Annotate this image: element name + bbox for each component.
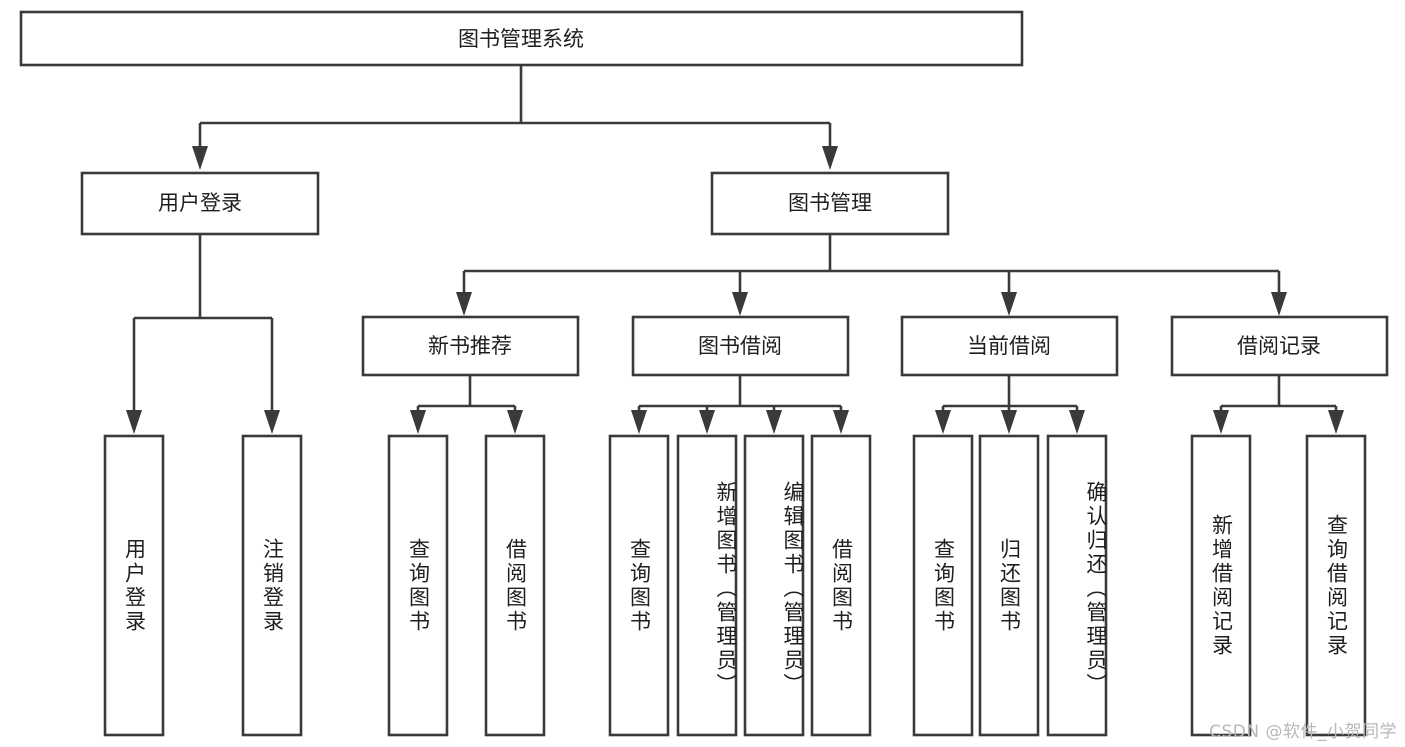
arrow-head-leaf-query-record: [1328, 410, 1344, 434]
arrow-head-leaf-return-book: [1001, 410, 1017, 434]
arrow-head-leaf-user-login: [126, 410, 142, 434]
node-borrow-record[interactable]: 借阅记录: [1170, 315, 1389, 377]
arrow-head-book-management: [822, 146, 838, 170]
node-new-book-recommend-box[interactable]: [361, 315, 580, 377]
arrow-head-current-borrow: [1001, 292, 1017, 316]
node-book-management[interactable]: 图书管理: [710, 171, 950, 236]
leaf-boxes-user-login: [103, 434, 303, 737]
node-root-label: 图书管理系统: [458, 27, 584, 51]
arrow-head-new-book-recommend: [456, 292, 472, 316]
node-book-borrow-box[interactable]: [631, 315, 850, 377]
connector-user-login-to-leaves: [126, 234, 280, 434]
node-user-login-label: 用户登录: [158, 191, 242, 215]
node-user-login[interactable]: 用户登录: [80, 171, 320, 236]
node-new-book-recommend-label: 新书推荐: [428, 334, 512, 358]
leaf-boxes-current-borrow: [912, 434, 1108, 737]
connector-root-to-level2: [192, 65, 838, 170]
node-borrow-record-label: 借阅记录: [1237, 334, 1321, 358]
leaf-boxes-borrow-record: [1190, 434, 1367, 737]
connector-current-borrow-to-leaves: [935, 376, 1085, 434]
leaf-box-add-book[interactable]: [676, 434, 738, 737]
leaf-box-query-book-1[interactable]: [387, 434, 449, 737]
connector-new-book-recommend-to-leaves: [410, 376, 523, 434]
arrow-head-user-login: [192, 146, 208, 170]
leaf-box-return-book[interactable]: [978, 434, 1040, 737]
node-root[interactable]: 图书管理系统: [19, 10, 1024, 67]
node-borrow-record-box[interactable]: [1170, 315, 1389, 377]
leaf-box-logout-login[interactable]: [241, 434, 303, 737]
leaf-boxes-book-borrow: [608, 434, 872, 737]
node-current-borrow-label: 当前借阅: [967, 334, 1051, 358]
arrow-head-book-borrow: [732, 292, 748, 316]
arrow-head-leaf-query-book-3: [935, 410, 951, 434]
arrow-head-leaf-confirm-return: [1069, 410, 1085, 434]
node-current-borrow[interactable]: 当前借阅: [900, 315, 1119, 377]
leaf-boxes-new-book-recommend: [387, 434, 546, 737]
arrow-head-leaf-borrow-book-1: [507, 410, 523, 434]
arrow-head-leaf-borrow-book-2: [833, 410, 849, 434]
leaf-box-query-record[interactable]: [1305, 434, 1367, 737]
node-book-management-box[interactable]: [710, 171, 950, 236]
arrow-head-leaf-add-record: [1213, 410, 1229, 434]
node-current-borrow-box[interactable]: [900, 315, 1119, 377]
node-root-box[interactable]: [19, 10, 1024, 67]
leaf-box-user-login[interactable]: [103, 434, 165, 737]
leaf-box-query-book-3[interactable]: [912, 434, 974, 737]
connector-book-borrow-to-leaves: [631, 376, 849, 434]
node-book-management-label: 图书管理: [788, 191, 872, 215]
leaf-box-query-book-2[interactable]: [608, 434, 670, 737]
connector-borrow-record-to-leaves: [1213, 376, 1344, 434]
node-user-login-box[interactable]: [80, 171, 320, 236]
node-book-borrow-label: 图书借阅: [698, 334, 782, 358]
leaf-box-borrow-book-1[interactable]: [484, 434, 546, 737]
arrow-head-leaf-query-book-2: [631, 410, 647, 434]
node-book-borrow[interactable]: 图书借阅: [631, 315, 850, 377]
watermark-text: CSDN @软件_小贺同学: [1209, 722, 1397, 742]
leaf-box-add-record[interactable]: [1190, 434, 1252, 737]
leaf-box-borrow-book-2[interactable]: [810, 434, 872, 737]
node-new-book-recommend[interactable]: 新书推荐: [361, 315, 580, 377]
leaf-box-edit-book[interactable]: [743, 434, 805, 737]
arrow-head-leaf-query-book-1: [410, 410, 426, 434]
arrow-head-leaf-add-book: [699, 410, 715, 434]
arrow-head-borrow-record: [1271, 292, 1287, 316]
leaf-box-confirm-return[interactable]: [1046, 434, 1108, 737]
arrow-head-leaf-logout-login: [264, 410, 280, 434]
connector-book-management-to-level3: [456, 234, 1287, 316]
arrow-head-leaf-edit-book: [766, 410, 782, 434]
